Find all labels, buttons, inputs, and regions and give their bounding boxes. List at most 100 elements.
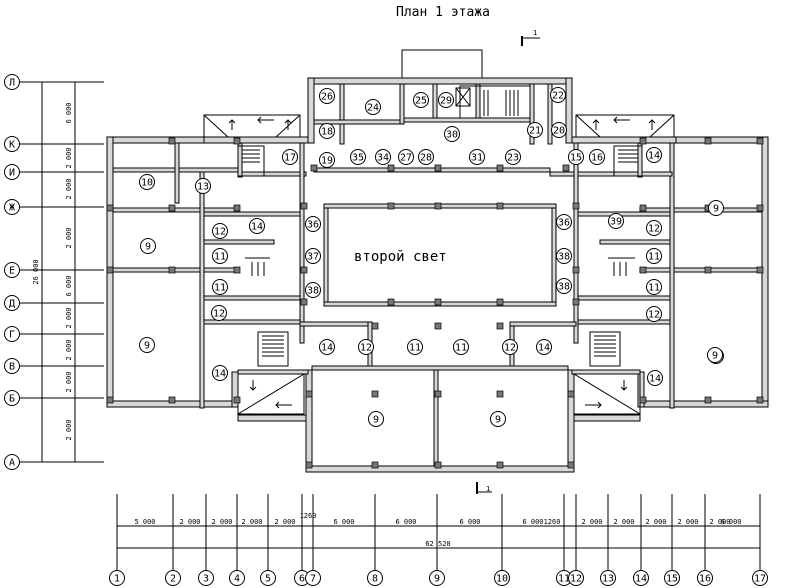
row-axis-marker: К [4, 136, 104, 152]
room-number-marker: 35 [350, 149, 366, 165]
column-dimension: 6 000 [395, 518, 416, 526]
row-axis-label: Г [9, 330, 15, 341]
room-number: 23 [507, 153, 519, 164]
west-stair-treads [237, 145, 265, 177]
room-number-marker: 31 [469, 149, 485, 165]
room-number: 14 [321, 343, 333, 354]
room-bubble [140, 238, 156, 254]
room-bubble [319, 339, 335, 355]
column-axis-label: 13 [602, 574, 614, 585]
row-axis-marker: Г [4, 326, 104, 342]
room-number-marker: 14 [249, 218, 265, 234]
room-number-marker: 38 [305, 282, 321, 298]
room-bubble [398, 149, 414, 165]
column-pillar [305, 461, 313, 469]
room-number: 19 [321, 156, 333, 167]
column-pillar [434, 202, 442, 210]
column-axis-marker: 8 [367, 494, 383, 586]
column-pillar [756, 396, 764, 404]
room-number-marker: 12 [646, 220, 662, 236]
section-mark-top: 1 [533, 29, 537, 37]
column-pillar [756, 266, 764, 274]
column-pillar [106, 396, 114, 404]
room-number: 13 [197, 182, 209, 193]
room-number-marker: 17 [282, 149, 298, 165]
room-bubble [551, 122, 567, 138]
row-axis-label: Л [9, 78, 15, 89]
direction-arrows [228, 116, 656, 409]
room-number: 38 [558, 252, 570, 263]
row-axis-marker: Б [4, 390, 104, 406]
room-bubble [212, 279, 228, 295]
room-bubble [211, 305, 227, 321]
room-number-marker: 14 [319, 339, 335, 355]
column-pillar [371, 461, 379, 469]
column-axis-label: 1 [114, 574, 120, 585]
room-number: 14 [251, 222, 263, 233]
column-pillar [562, 164, 570, 172]
room-number-marker: 12 [212, 223, 228, 239]
room-number: 20 [553, 126, 565, 137]
room-number-marker: 12 [211, 305, 227, 321]
room-number: 36 [558, 218, 570, 229]
sw-stair-treads [257, 331, 289, 367]
room-number-marker: 27 [398, 149, 414, 165]
column-pillar [300, 266, 308, 274]
room-number-marker: 29 [438, 92, 454, 108]
room-bubble [505, 149, 521, 165]
room-number-marker: 9 [490, 411, 506, 427]
column-pillar [756, 204, 764, 212]
room-bubble [212, 248, 228, 264]
column-axis-label: 7 [310, 574, 316, 585]
column-axis-marker: 7 [305, 494, 321, 586]
column-axis-marker: 17 [752, 494, 768, 586]
room-bubble [418, 149, 434, 165]
column-pillar [434, 322, 442, 330]
room-number: 18 [321, 127, 333, 138]
room-number: 9 [373, 415, 379, 426]
room-number-marker: 23 [505, 149, 521, 165]
room-number: 28 [420, 153, 432, 164]
room-number-marker: 22 [550, 87, 566, 103]
room-number-marker: 14 [536, 339, 552, 355]
room-number: 12 [360, 343, 372, 354]
room-bubble [646, 220, 662, 236]
room-number-marker: 11 [646, 248, 662, 264]
room-number-marker: 11 [453, 339, 469, 355]
room-number: 25 [415, 96, 427, 107]
room-number: 15 [570, 153, 582, 164]
room-bubble [550, 87, 566, 103]
room-number: 24 [367, 103, 379, 114]
plan-title: План 1 этажа [396, 5, 490, 20]
room-number-marker: 36 [556, 214, 572, 230]
column-pillar [106, 266, 114, 274]
column-dimension: 1260 [544, 518, 561, 526]
room-bubble [707, 347, 723, 363]
room-bubble [438, 92, 454, 108]
column-pillar [434, 164, 442, 172]
room-number-marker: 11 [212, 279, 228, 295]
column-axis-marker: 13 [600, 494, 616, 586]
column-axis-marker: 16 [697, 494, 713, 586]
room-number: 12 [504, 343, 516, 354]
column-dimension: 2 000 [613, 518, 634, 526]
room-number-marker: 18 [319, 123, 335, 139]
column-axis-marker: 14 [633, 494, 649, 586]
room-number-marker: 14 [212, 365, 228, 381]
column-axis-marker: 1 [109, 494, 125, 586]
column-axis-label: 15 [666, 574, 678, 585]
column-pillar [496, 461, 504, 469]
column-axis-marker: 5 [260, 494, 276, 586]
column-dimension: 2 000 [179, 518, 200, 526]
column-dimension: 2 000 [677, 518, 698, 526]
column-pillar [434, 461, 442, 469]
column-axis-marker: 2 [165, 494, 181, 586]
room-number: 26 [321, 92, 333, 103]
column-axis-marker: 3 [198, 494, 214, 586]
column-pillar [572, 202, 580, 210]
room-bubble [502, 339, 518, 355]
room-bubble [282, 149, 298, 165]
room-bubble [646, 248, 662, 264]
